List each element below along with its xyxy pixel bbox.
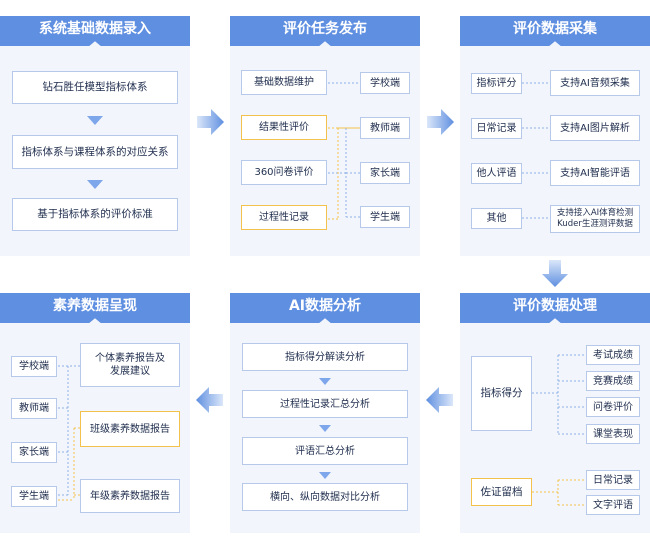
connector-lines [532,354,586,506]
present-end-teacher: 教师端 [11,398,57,419]
left-arrow-icon [426,387,453,413]
sub-text-comment: 文字评语 [586,495,640,515]
support-kuder: Kuder生涯测评数据 [557,219,633,229]
analysis-item-1: 指标得分解读分析 [242,343,408,371]
end-teacher: 教师端 [360,117,410,139]
sub-daily: 日常记录 [586,470,640,490]
process-score: 指标得分 [471,356,532,431]
end-student: 学生端 [360,206,410,228]
collect-score: 指标评分 [471,73,522,94]
left-arrow-icon [196,387,223,413]
present-end-parent: 家长端 [11,442,57,463]
panel-header: AI数据分析 [230,293,420,323]
panel-title: AI数据分析 [288,298,362,314]
panel-header: 评价数据处理 [460,293,650,323]
down-arrow-icon [87,116,103,125]
panel-header: 评价任务发布 [230,16,420,46]
panel-header: 系统基础数据录入 [0,16,190,46]
panel-title: 评价数据采集 [513,21,597,37]
report-individual-line2: 发展建议 [110,366,150,377]
panel-ai-analysis: AI数据分析 指标得分解读分析 过程性记录汇总分析 评语汇总分析 横向、纵向数据… [230,293,420,533]
report-grade: 年级素养数据报告 [80,479,180,513]
collect-other: 其他 [471,208,522,229]
panel-data-collect: 评价数据采集 指标评分 日常记录 他人评语 其他 支持AI音频采集 支持AI图片… [460,16,650,256]
end-school: 学校端 [360,72,410,94]
panel-title: 系统基础数据录入 [39,21,151,37]
process-evidence: 佐证留档 [471,478,532,506]
down-arrow-icon [87,180,103,189]
analysis-item-3: 评语汇总分析 [242,437,408,465]
panel-title: 素养数据呈现 [53,298,137,314]
panel-data-input: 系统基础数据录入 钻石胜任模型指标体系 指标体系与课程体系的对应关系 基于指标体… [0,16,190,256]
input-item-3: 基于指标体系的评价标准 [12,198,178,231]
support-ai-sports: 支持接入AI体育检测 [556,208,634,218]
analysis-item-4: 横向、纵向数据对比分析 [242,483,408,511]
panel-data-process: 评价数据处理 指标得分 佐证留档 考试成绩 竞赛成绩 问卷评价 课堂表现 日常记… [460,293,650,533]
panel-title: 评价任务发布 [283,21,367,37]
present-end-student: 学生端 [11,486,57,507]
sub-contest: 竞赛成绩 [586,371,640,391]
panel-data-present: 素养数据呈现 学校端 教师端 家长端 学生端 个体素养报告及 发展建议 班级素养… [0,293,190,533]
present-end-school: 学校端 [11,356,57,377]
input-item-1: 钻石胜任模型指标体系 [12,71,178,104]
right-arrow-icon [427,109,454,135]
panel-task-publish: 评价任务发布 基础数据维护 结果性评价 360问卷评价 过程性记录 学校端 教师… [230,16,420,256]
support-other: 支持接入AI体育检测 Kuder生涯测评数据 [550,205,640,233]
support-audio: 支持AI音频采集 [550,70,640,96]
sub-survey: 问卷评价 [586,397,640,417]
panel-title: 评价数据处理 [513,298,597,314]
support-comment: 支持AI智能评语 [550,160,640,186]
collect-comment: 他人评语 [471,163,522,184]
task-result-eval: 结果性评价 [241,115,327,140]
right-arrow-icon [197,109,224,135]
report-individual-line1: 个体素养报告及 [95,353,165,364]
panel-header: 评价数据采集 [460,16,650,46]
task-process-record: 过程性记录 [241,205,327,230]
analysis-item-2: 过程性记录汇总分析 [242,390,408,418]
connector-lines [58,365,80,501]
support-image: 支持AI图片解析 [550,115,640,141]
down-arrow-icon [319,425,331,432]
report-class: 班级素养数据报告 [80,411,180,447]
sub-exam: 考试成绩 [586,345,640,365]
collect-daily: 日常记录 [471,118,522,139]
end-parent: 家长端 [360,162,410,184]
connector-lines [328,82,360,220]
sub-classroom: 课堂表现 [586,424,640,444]
down-arrow-icon [319,378,331,385]
task-360-survey: 360问卷评价 [241,160,327,185]
down-arrow-icon [319,472,331,479]
down-arrow-icon [542,260,568,287]
connector-lines [522,82,550,219]
panel-header: 素养数据呈现 [0,293,190,323]
task-basic-data: 基础数据维护 [241,70,327,95]
input-item-2: 指标体系与课程体系的对应关系 [12,135,178,169]
report-individual: 个体素养报告及 发展建议 [80,343,180,387]
